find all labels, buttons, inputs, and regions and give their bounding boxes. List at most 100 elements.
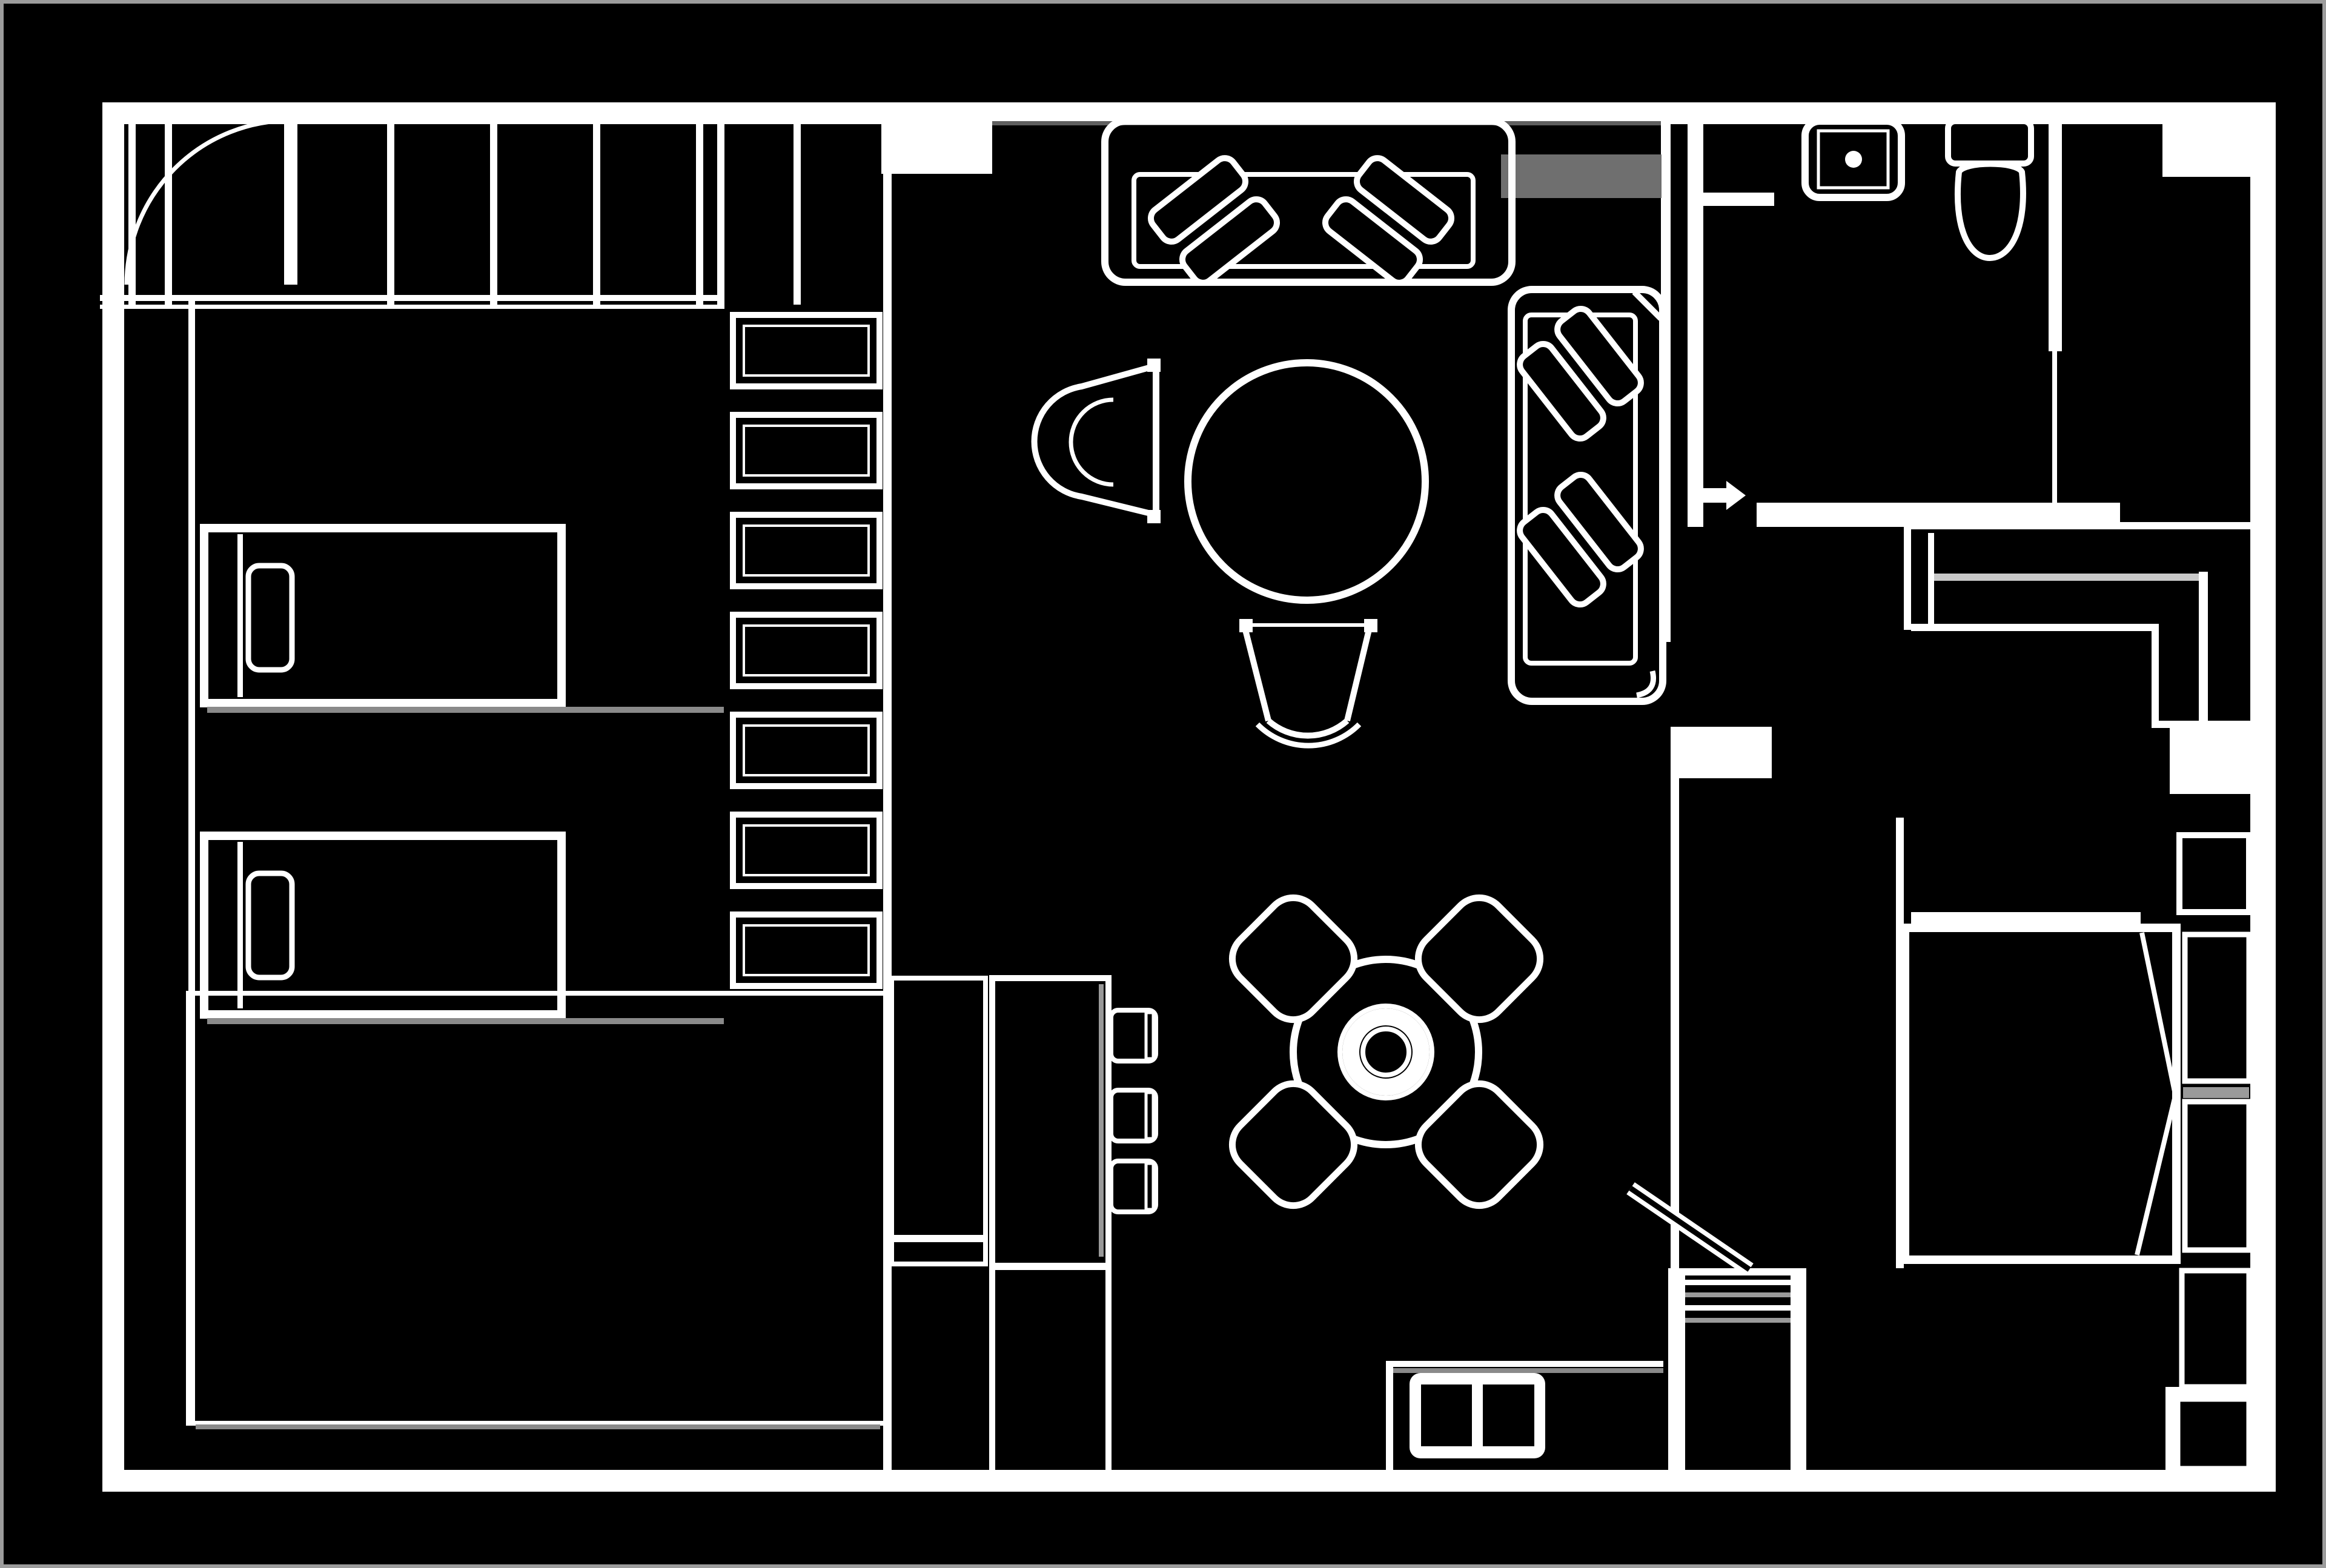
tub-chair-left-front (1153, 365, 1159, 516)
closet-divider-5 (593, 124, 600, 305)
bathroom-door-leaf-line (2052, 351, 2057, 503)
bar-stool-3-back (1144, 1162, 1155, 1211)
kitchen-counter-strip (889, 1237, 988, 1266)
toilet-bowl (1954, 160, 2026, 262)
closet-bottom-band (1911, 624, 2159, 631)
threshold-side-left (1668, 1268, 1685, 1470)
sofa-right-outer (1508, 286, 1666, 705)
closet-step-vertical (2152, 631, 2159, 721)
threshold-side-right (1791, 1268, 1806, 1470)
twin-bed-1-pillow (245, 563, 295, 673)
kitchen-island-divider (992, 1263, 1108, 1270)
bedroom-window-4 (2175, 1396, 2252, 1472)
bathroom-partition-stub (1703, 193, 1774, 206)
tub-chair-bottom-corner-a (1239, 619, 1253, 632)
threshold-stripe-4 (1685, 1318, 1791, 1323)
kitchen-counter-a (889, 976, 988, 1240)
balcony-shadow-gray (1386, 1368, 1663, 1373)
bedroom-sill-gray (2183, 1087, 2249, 1098)
balcony-stub-wall (1386, 1361, 1393, 1470)
closet-niche-divider (2199, 572, 2208, 721)
tub-chair-bottom-corner-b (1364, 619, 1377, 632)
closet-hanging-rail-gray (1929, 574, 2204, 581)
twin-bed-1-frame (200, 524, 566, 707)
bedroom-window-1 (2182, 931, 2252, 1084)
twin-bed-1-headboard (237, 534, 243, 697)
shelf-row-6-inner (743, 824, 870, 876)
dining-chair-se (1414, 1080, 1544, 1209)
living-right-wall-lower (1671, 778, 1679, 1268)
kitchen-island-edge-gray (1099, 984, 1104, 1257)
tub-chair-left-outer (1031, 363, 1157, 518)
sink-unit-body (1801, 117, 1905, 201)
dining-chair-ne (1414, 894, 1544, 1024)
radiator-gray-bar (1501, 154, 1662, 198)
bar-stool-1 (1108, 1008, 1158, 1064)
closet-row-bottom-line-2 (100, 305, 724, 309)
shelf-row-2-inner (743, 425, 870, 477)
entry-door-swing-arc (124, 118, 291, 285)
duct-shaft-square (2176, 832, 2252, 915)
dining-chair-nw (1228, 894, 1358, 1024)
closet-row-bottom-line-1 (100, 295, 724, 301)
outer-wall-right (2250, 102, 2276, 1492)
twin-bed-2-pillow (245, 870, 295, 981)
dining-table-ring-hole (1360, 1027, 1411, 1077)
window-cabinet-door-left (1421, 1384, 1472, 1446)
balcony-inner-line (1386, 1361, 1663, 1367)
bathroom-west-wall (1688, 124, 1703, 527)
threshold-top-band (1668, 1268, 1806, 1275)
shelf-row-3-outer (730, 512, 883, 589)
shelf-row-1-inner (743, 325, 870, 377)
wardrobe-column-top-divider (794, 124, 801, 305)
shelf-row-7-inner (743, 924, 870, 976)
wall-block-mid-right (2170, 728, 2250, 794)
sofa-top-outer (1101, 117, 1516, 286)
sofa-right-cushion-3 (1554, 471, 1644, 573)
outer-wall-bottom (102, 1470, 2276, 1492)
shelf-row-5-inner (743, 724, 870, 776)
wall-pier-top-center (881, 102, 992, 174)
left-room-inner-wall-line (188, 301, 195, 1423)
sofa-top-cushion-4 (1322, 196, 1423, 286)
shelf-row-3-inner (743, 524, 870, 577)
closet-divider-6 (696, 124, 703, 305)
tub-chair-bottom-back-arc-2 (1255, 722, 1362, 749)
window-cabinet-door-right (1483, 1384, 1534, 1446)
entry-door-leaf-left-room (284, 124, 297, 285)
tub-chair-left-corner-b (1147, 510, 1161, 523)
double-bed-frame (1901, 924, 2181, 1264)
closet-divider-4 (490, 124, 497, 305)
kitchen-island (989, 975, 1112, 1486)
bar-stool-1-back (1144, 1011, 1155, 1060)
closet-divider-2 (165, 124, 172, 305)
tub-chair-bottom-left-side (1242, 629, 1271, 722)
bedroom-window-3 (2179, 1268, 2252, 1390)
twin-bed-2-shadow (207, 1018, 724, 1024)
tub-chair-bottom-back-arc-1 (1266, 718, 1350, 739)
bathroom-east-wall (2049, 102, 2062, 351)
bathroom-door-arrow (1696, 481, 1746, 510)
shelf-row-2-outer (730, 412, 883, 489)
closet-left-cap (1928, 533, 1934, 624)
outer-wall-left (102, 102, 124, 1492)
area-rug-outline (186, 991, 889, 1426)
sofa-right-cushion-1 (1554, 305, 1644, 407)
dining-chair-sw (1228, 1080, 1358, 1209)
corner-wall-block-top-right (2162, 102, 2276, 177)
bedroom-window-2 (2182, 1099, 2252, 1253)
threshold-stripe-2 (1685, 1292, 1791, 1297)
shelf-row-6-outer (730, 812, 883, 889)
closet-step-horizontal (2152, 721, 2250, 728)
shelf-row-4-outer (730, 612, 883, 689)
closet-divider-3 (387, 124, 394, 305)
tub-chair-bottom-right-side (1344, 629, 1372, 722)
tub-chair-left-inner-arc (1069, 397, 1114, 487)
sofa-top-cushion-3 (1353, 155, 1455, 245)
bar-stool-3 (1108, 1159, 1158, 1214)
dining-table-ring-outer (1337, 1004, 1434, 1100)
tub-chair-left-corner-a (1147, 359, 1161, 372)
